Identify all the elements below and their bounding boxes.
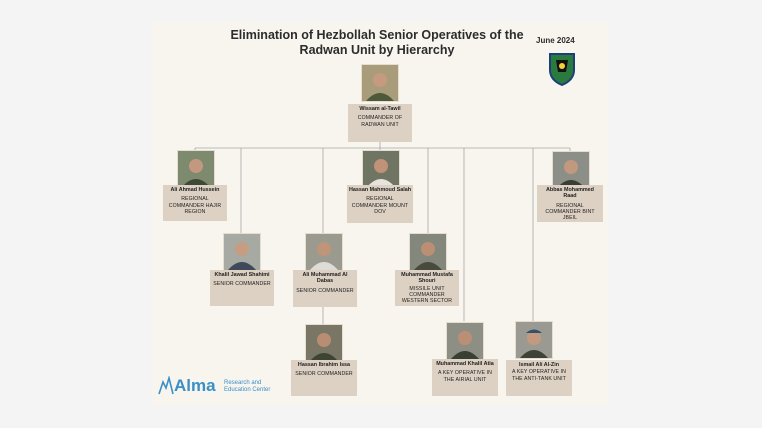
node-role: A KEY OPERATIVE IN THE AIRIAL UNIT xyxy=(437,370,493,383)
node-name: Ali Muhammad Al Dabas xyxy=(302,272,348,285)
node-role: REGIONAL COMMANDER BINT JBEIL xyxy=(545,202,595,221)
node-role: A KEY OPERATIVE IN THE ANTI-TANK UNIT xyxy=(511,369,567,382)
node-ismail-ali-al-zin: Ismail Ali Al-Zin A KEY OPERATIVE IN THE… xyxy=(506,360,572,396)
node-ali-muhammad-al-dabas: Ali Muhammad Al Dabas SENIOR COMMANDER xyxy=(293,270,357,307)
portrait-photo xyxy=(515,321,553,359)
portrait-photo xyxy=(409,233,447,271)
alma-wordmark: Alma xyxy=(174,376,216,395)
node-muhammad-khalil-atia: Muhammad Khalil Atia A KEY OPERATIVE IN … xyxy=(432,359,498,396)
node-role: SENIOR COMMANDER xyxy=(295,371,353,378)
node-role: MISSILE UNIT COMMANDER WESTERN SECTOR xyxy=(401,285,453,304)
radwan-emblem-icon xyxy=(549,53,575,86)
node-name: Wissam al-Tawil xyxy=(359,106,401,112)
portrait-photo xyxy=(552,151,590,189)
node-wissam-al-tawil: Wissam al-Tawil COMMANDER OF RADWAN UNIT xyxy=(348,104,412,142)
node-muhammad-mustafa-shouri: Muhammad Mustafa Shouri MISSILE UNIT COM… xyxy=(395,270,459,306)
node-hassan-ibrahim-issa: Hassan Ibrahim Issa SENIOR COMMANDER xyxy=(291,360,357,396)
portrait-photo xyxy=(361,64,399,102)
node-name: Ali Ahmad Hussein xyxy=(170,187,220,193)
node-name: Muhammad Khalil Atia xyxy=(436,361,494,367)
node-ali-ahmad-hussein: Ali Ahmad Hussein REGIONAL COMMANDER HAJ… xyxy=(163,185,227,221)
alma-subtitle-line-1: Research and xyxy=(224,380,262,386)
alma-subtitle-line-2: Education Center xyxy=(224,387,271,393)
date-label: June 2024 xyxy=(536,36,575,45)
node-role: SENIOR COMMANDER xyxy=(296,287,354,294)
node-khalil-jawad-shahimi: Khalil Jawad Shahimi SENIOR COMMANDER xyxy=(210,270,274,306)
portrait-photo xyxy=(305,233,343,271)
portrait-photo xyxy=(223,233,261,271)
node-name: Abbas Mohammed Raad xyxy=(546,187,594,200)
portrait-photo xyxy=(362,150,400,188)
node-name: Hassan Mahmoud Salah xyxy=(349,187,412,193)
node-abbas-mohammed-raad: Abbas Mohammed Raad REGIONAL COMMANDER B… xyxy=(537,185,603,222)
portrait-photo xyxy=(305,324,343,362)
node-name: Hassan Ibrahim Issa xyxy=(297,362,351,368)
chart-title: Elimination of Hezbollah Senior Operativ… xyxy=(230,28,524,57)
node-role: REGIONAL COMMANDER MOUNT DOV xyxy=(351,196,409,215)
alma-subtitle: Research and Education Center xyxy=(224,380,270,394)
node-role: SENIOR COMMANDER xyxy=(213,281,271,288)
node-name: Ismail Ali Al-Zin xyxy=(518,362,560,368)
node-name: Muhammad Mustafa Shouri xyxy=(401,272,453,285)
node-role: REGIONAL COMMANDER HAJIR REGION xyxy=(168,196,222,215)
portrait-photo xyxy=(177,150,215,188)
portrait-photo xyxy=(446,322,484,360)
node-hassan-mahmoud-salah: Hassan Mahmoud Salah REGIONAL COMMANDER … xyxy=(347,185,413,223)
alma-mark-icon xyxy=(158,376,174,395)
node-role: COMMANDER OF RADWAN UNIT xyxy=(357,115,403,128)
node-name: Khalil Jawad Shahimi xyxy=(214,272,270,278)
